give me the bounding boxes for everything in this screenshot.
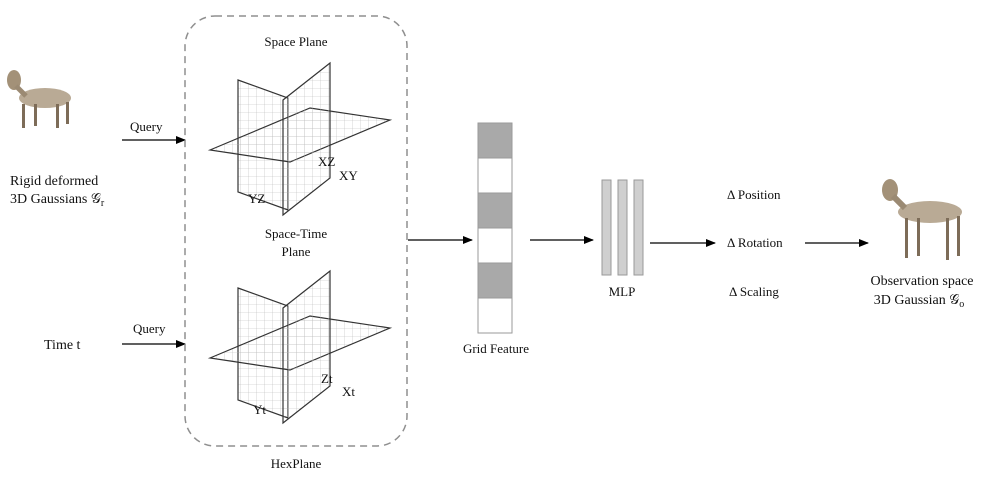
space-plane-figure bbox=[207, 61, 393, 217]
mlp-layer-2 bbox=[617, 179, 628, 276]
query-label-bottom: Query bbox=[133, 321, 166, 336]
axis-label-yt: Yt bbox=[253, 402, 266, 417]
space-time-title-line1: Space-Time bbox=[265, 226, 328, 241]
grid-feature-cell-filled bbox=[477, 192, 513, 229]
space-time-title-line2: Plane bbox=[282, 244, 311, 259]
deer-point-cloud-input-icon bbox=[7, 70, 71, 128]
grid-feature-cell-filled bbox=[477, 122, 513, 159]
mlp-label: MLP bbox=[609, 284, 636, 299]
grid-feature-cell-empty bbox=[477, 157, 513, 194]
grid-feature-cell-filled bbox=[477, 262, 513, 299]
grid-feature-column bbox=[477, 122, 513, 334]
grid-feature-label: Grid Feature bbox=[463, 341, 529, 356]
delta-scaling: Δ Scaling bbox=[729, 284, 779, 299]
time-label: Time t bbox=[44, 338, 81, 353]
space-time-plane-figure bbox=[207, 269, 393, 425]
output-label-line1: Observation space bbox=[870, 274, 973, 289]
space-plane-title: Space Plane bbox=[264, 34, 327, 49]
query-label-top: Query bbox=[130, 119, 163, 134]
axis-label-xz: XZ bbox=[318, 154, 335, 169]
mlp-block bbox=[601, 179, 644, 276]
xz-plane bbox=[282, 61, 331, 217]
grid-feature-cell-empty bbox=[477, 297, 513, 334]
mlp-layer-1 bbox=[601, 179, 612, 276]
axis-label-xt: Xt bbox=[342, 384, 355, 399]
deer-point-cloud-output-icon bbox=[882, 179, 962, 260]
output-label-line2: 3D Gaussian 𝒢o bbox=[874, 293, 964, 310]
zt-plane bbox=[282, 269, 331, 425]
delta-position: Δ Position bbox=[727, 187, 781, 202]
mlp-layer-3 bbox=[633, 179, 644, 276]
axis-label-xy: XY bbox=[339, 168, 358, 183]
axis-label-zt: Zt bbox=[321, 371, 333, 386]
axis-label-yz: YZ bbox=[248, 191, 265, 206]
hexplane-box bbox=[184, 15, 408, 447]
grid-feature-cell-empty bbox=[477, 227, 513, 264]
delta-rotation: Δ Rotation bbox=[727, 235, 783, 250]
gaussians-label-line1: Rigid deformed bbox=[10, 174, 98, 189]
hexplane-title: HexPlane bbox=[271, 456, 322, 471]
gaussians-label-line2: 3D Gaussians 𝒢r bbox=[10, 192, 105, 209]
